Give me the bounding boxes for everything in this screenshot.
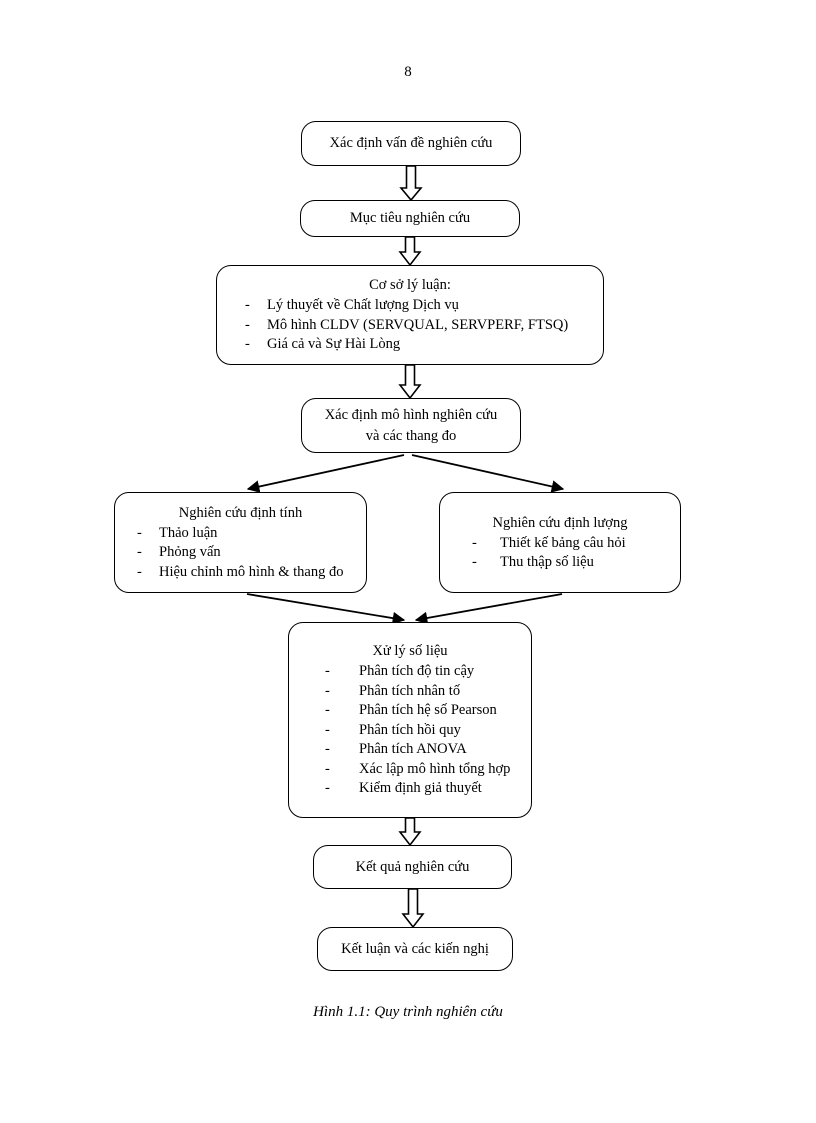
list-item: - Thu thập số liệu bbox=[472, 553, 670, 573]
node-title: Kết luận và các kiến nghị bbox=[341, 940, 489, 957]
list-item: - Xác lập mô hình tổng hợp bbox=[325, 760, 521, 780]
bullet-text: Lý thuyết về Chất lượng Dịch vụ bbox=[267, 297, 459, 314]
edge-theory-to-model bbox=[398, 364, 422, 400]
bullet-text: Mô hình CLDV (SERVQUAL, SERVPERF, FTSQ) bbox=[267, 316, 569, 333]
bullet-text: Thiết kế bảng câu hỏi bbox=[500, 534, 626, 551]
node-title: Xử lý số liệu bbox=[372, 643, 448, 660]
bullet-marker: - bbox=[325, 780, 330, 797]
bullet-marker: - bbox=[137, 524, 142, 541]
list-item: - Phỏng vấn bbox=[137, 543, 356, 563]
bullet-marker: - bbox=[325, 741, 330, 758]
bullet-marker: - bbox=[137, 544, 142, 561]
edge-result-to-conclusion bbox=[401, 888, 425, 929]
node-title: Xác định vấn đề nghiên cứu bbox=[329, 135, 493, 151]
node-bullet-list: - Lý thuyết về Chất lượng Dịch vụ - Mô h… bbox=[245, 296, 593, 355]
figure-caption: Hình 1.1: Quy trình nghiên cứu bbox=[313, 1004, 503, 1020]
list-item: - Giá cả và Sự Hài Lòng bbox=[245, 335, 593, 355]
edge-model-to-qualitative bbox=[246, 454, 405, 493]
node-title: Mục tiêu nghiên cứu bbox=[349, 210, 471, 226]
bullet-marker: - bbox=[472, 534, 477, 551]
node-bullet-list: - Thiết kế bảng câu hỏi - Thu thập số li… bbox=[472, 534, 670, 573]
node-title-line-1: Xác định mô hình nghiên cứu bbox=[324, 406, 498, 423]
node-title: Nghiên cứu định lượng bbox=[492, 514, 628, 531]
node-bullet-list: - Phân tích độ tin cậy - Phân tích nhân … bbox=[325, 662, 521, 799]
bullet-text: Xác lập mô hình tổng hợp bbox=[359, 760, 511, 777]
list-item: - Phân tích hồi quy bbox=[325, 721, 521, 741]
bullet-marker: - bbox=[325, 721, 330, 738]
list-item: - Phân tích độ tin cậy bbox=[325, 662, 521, 682]
bullet-marker: - bbox=[245, 336, 250, 353]
node-bullet-list: - Thảo luận - Phỏng vấn - Hiệu chỉnh mô … bbox=[137, 524, 356, 583]
bullet-marker: - bbox=[137, 563, 142, 580]
bullet-text: Kiểm định giả thuyết bbox=[359, 780, 482, 797]
list-item: - Phân tích hệ số Pearson bbox=[325, 701, 521, 721]
node-research-model-and-scales[interactable]: Xác định mô hình nghiên cứu và các thang… bbox=[301, 398, 521, 453]
edge-qualitative-to-processing bbox=[246, 593, 406, 625]
list-item: - Thiết kế bảng câu hỏi bbox=[472, 534, 670, 554]
bullet-marker: - bbox=[325, 663, 330, 680]
bullet-text: Phân tích ANOVA bbox=[359, 741, 467, 758]
bullet-marker: - bbox=[245, 316, 250, 333]
node-title: Kết quả nghiên cứu bbox=[355, 858, 470, 875]
node-theoretical-basis[interactable]: Cơ sở lý luận: - Lý thuyết về Chất lượng… bbox=[216, 265, 604, 365]
bullet-text: Thảo luận bbox=[159, 524, 218, 541]
bullet-text: Phỏng vấn bbox=[159, 544, 221, 561]
list-item: - Lý thuyết về Chất lượng Dịch vụ bbox=[245, 296, 593, 316]
node-quantitative-research[interactable]: Nghiên cứu định lượng - Thiết kế bảng câ… bbox=[439, 492, 681, 593]
bullet-marker: - bbox=[325, 760, 330, 777]
node-qualitative-research[interactable]: Nghiên cứu định tính - Thảo luận - Phỏng… bbox=[114, 492, 367, 593]
bullet-text: Thu thập số liệu bbox=[500, 554, 594, 570]
edge-objective-to-theory bbox=[398, 236, 422, 267]
list-item: - Phân tích nhân tố bbox=[325, 682, 521, 702]
list-item: - Kiểm định giả thuyết bbox=[325, 779, 521, 799]
node-research-results[interactable]: Kết quả nghiên cứu bbox=[313, 845, 512, 889]
bullet-text: Phân tích hồi quy bbox=[359, 721, 461, 738]
bullet-text: Phân tích hệ số Pearson bbox=[359, 702, 497, 719]
bullet-marker: - bbox=[325, 702, 330, 719]
node-title: Cơ sở lý luận: bbox=[369, 277, 451, 294]
bullet-marker: - bbox=[245, 297, 250, 314]
bullet-marker: - bbox=[472, 554, 477, 570]
edge-processing-to-result bbox=[398, 817, 422, 847]
bullet-text: Giá cả và Sự Hài Lòng bbox=[267, 336, 401, 353]
node-identify-research-problem[interactable]: Xác định vấn đề nghiên cứu bbox=[301, 121, 521, 166]
list-item: - Phân tích ANOVA bbox=[325, 740, 521, 760]
edge-model-to-quantitative bbox=[411, 454, 565, 493]
page-number: 8 bbox=[404, 64, 412, 80]
node-research-objective[interactable]: Mục tiêu nghiên cứu bbox=[300, 200, 520, 237]
bullet-text: Phân tích nhân tố bbox=[359, 682, 461, 699]
bullet-marker: - bbox=[325, 682, 330, 699]
edge-quantitative-to-processing bbox=[414, 593, 563, 625]
bullet-text: Phân tích độ tin cậy bbox=[359, 663, 475, 680]
node-conclusions-and-recommendations[interactable]: Kết luận và các kiến nghị bbox=[317, 927, 513, 971]
edge-problem-to-objective bbox=[399, 165, 423, 202]
node-title: Nghiên cứu định tính bbox=[178, 504, 303, 521]
bullet-text: Hiệu chỉnh mô hình & thang đo bbox=[159, 563, 344, 580]
list-item: - Hiệu chỉnh mô hình & thang đo bbox=[137, 563, 356, 583]
list-item: - Mô hình CLDV (SERVQUAL, SERVPERF, FTSQ… bbox=[245, 316, 593, 336]
list-item: - Thảo luận bbox=[137, 524, 356, 544]
node-title-line-2: và các thang đo bbox=[365, 427, 457, 444]
node-data-processing[interactable]: Xử lý số liệu - Phân tích độ tin cậy - P… bbox=[288, 622, 532, 818]
